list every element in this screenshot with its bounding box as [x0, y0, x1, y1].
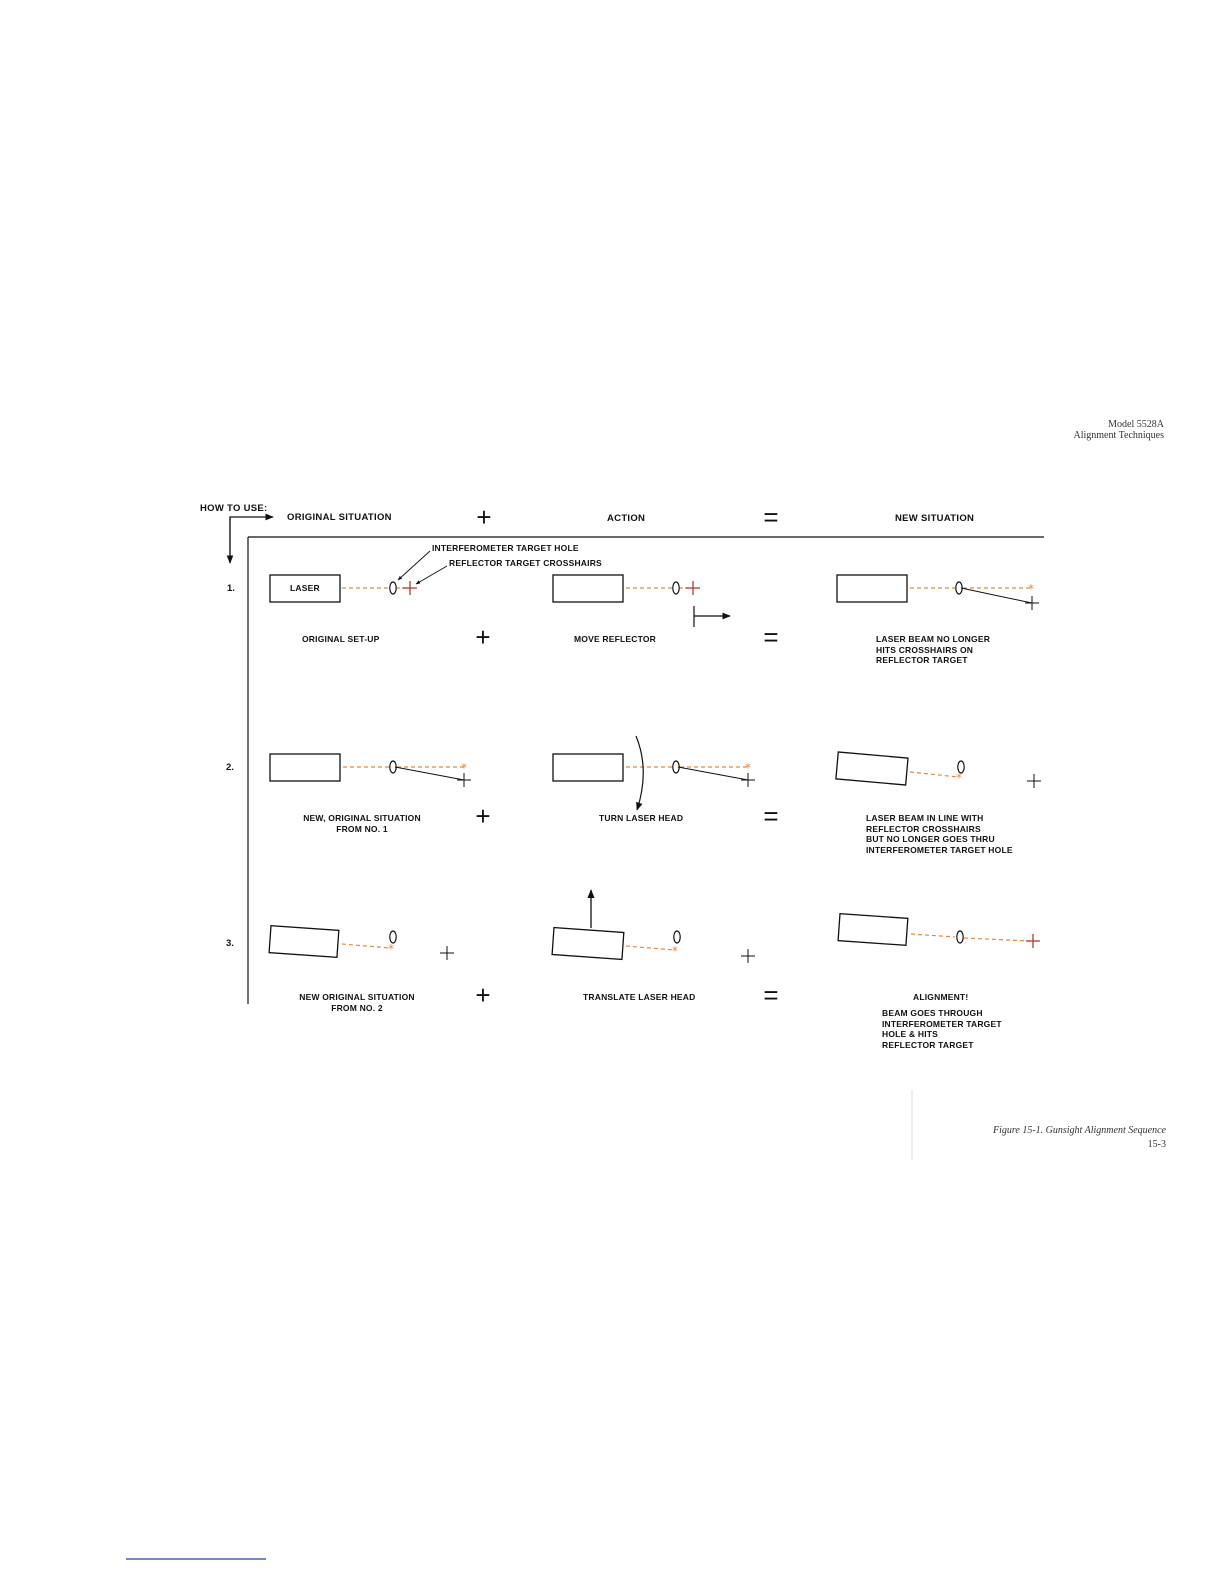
turn-arrow — [635, 735, 644, 811]
equals-sign: = — [763, 502, 779, 532]
laser-beam — [625, 945, 675, 951]
laser-label: LASER — [290, 583, 320, 593]
page-number: 15-3 — [1147, 1139, 1166, 1150]
how-to-use-arrows — [226, 513, 274, 564]
row2-original-caption: NEW, ORIGINAL SITUATION FROM NO. 1 — [303, 813, 421, 834]
row1-action-drawing — [552, 574, 731, 627]
row1-action-caption: MOVE REFLECTOR — [574, 634, 656, 644]
column-heading-original: ORIGINAL SITUATION — [287, 512, 392, 523]
row3-action-caption: TRANSLATE LASER HEAD — [583, 992, 696, 1002]
laser-head — [269, 753, 341, 782]
laser-head — [269, 574, 341, 603]
row2-action-drawing: * — [552, 735, 755, 811]
reflector-crosshairs — [686, 581, 700, 595]
row1-result-caption: LASER BEAM NO LONGER HITS CROSSHAIRS ON … — [876, 634, 991, 665]
plus-sign: + — [475, 622, 491, 652]
laser-head — [836, 574, 908, 603]
callout-leader-crosshairs — [415, 565, 448, 585]
model-name: Model 5528A — [1108, 419, 1164, 430]
interferometer-target-hole — [957, 760, 965, 774]
equals-sign: = — [763, 622, 779, 652]
callout-interferometer-hole: INTERFEROMETER TARGET HOLE — [432, 543, 579, 553]
interferometer-target-hole — [389, 930, 397, 944]
plus-sign: + — [475, 980, 491, 1010]
reflector-line — [394, 766, 465, 781]
reflector-crosshairs — [741, 949, 755, 963]
reflector-crosshairs — [1027, 774, 1041, 788]
laser-beam — [341, 943, 391, 949]
row-number-2: 2. — [226, 762, 234, 773]
row3-result-caption: BEAM GOES THROUGH INTERFEROMETER TARGET … — [882, 1008, 1002, 1050]
reflector-crosshairs — [741, 773, 755, 787]
reflector-line — [960, 587, 1033, 604]
row3-result-heading: ALIGNMENT! — [913, 992, 969, 1002]
reflector-crosshairs — [1026, 934, 1040, 948]
laser-head — [552, 574, 624, 603]
laser-head — [835, 751, 909, 786]
page-header: Model 5528A Alignment Techniques — [1074, 419, 1165, 441]
plus-sign: + — [475, 801, 491, 831]
interferometer-target-hole — [672, 581, 680, 595]
row3-action-drawing: * — [551, 889, 755, 963]
column-heading-action: ACTION — [607, 513, 646, 524]
plus-sign: + — [476, 502, 492, 532]
interferometer-target-hole — [673, 930, 681, 944]
row2-result-caption: LASER BEAM IN LINE WITH REFLECTOR CROSSH… — [866, 813, 1013, 855]
laser-head — [837, 912, 909, 947]
interferometer-target-hole — [956, 930, 964, 944]
row-number-1: 1. — [227, 583, 235, 594]
beam-spot: * — [745, 761, 751, 775]
row2-action-caption: TURN LASER HEAD — [599, 813, 684, 823]
callout-leader-hole — [397, 550, 431, 581]
row1-original-caption: ORIGINAL SET-UP — [302, 634, 380, 644]
reflector-line — [677, 766, 749, 781]
reflector-crosshairs — [440, 946, 454, 960]
beam-spot: * — [1028, 582, 1034, 596]
frame-lines — [247, 536, 1044, 1004]
row-number-3: 3. — [226, 938, 234, 949]
reflector-crosshairs — [1025, 596, 1039, 610]
row1-result-drawing: * — [836, 574, 1039, 610]
equals-sign: = — [763, 801, 779, 831]
laser-beam — [910, 933, 956, 938]
reflector-crosshairs — [403, 581, 417, 595]
laser-head — [268, 924, 340, 959]
column-heading-new: NEW SITUATION — [895, 513, 975, 524]
beam-spot: * — [461, 761, 467, 775]
laser-head — [552, 753, 624, 782]
row2-original-drawing: * — [269, 753, 471, 787]
laser-head — [551, 926, 625, 961]
section-name: Alignment Techniques — [1073, 430, 1165, 441]
row3-original-caption: NEW ORIGINAL SITUATION FROM NO. 2 — [299, 992, 415, 1013]
beam-spot: * — [388, 942, 394, 956]
interferometer-target-hole — [389, 581, 397, 595]
move-arrow — [693, 606, 731, 627]
row3-result-drawing — [837, 912, 1040, 948]
beam-spot: * — [956, 771, 962, 785]
row3-original-drawing: * — [268, 924, 454, 960]
row2-result-drawing: * — [835, 751, 1041, 788]
laser-beam — [909, 771, 959, 778]
row1-original-drawing — [269, 550, 448, 603]
how-to-use-label: HOW TO USE: — [200, 503, 268, 514]
reflector-crosshairs — [457, 773, 471, 787]
callout-reflector-crosshairs: REFLECTOR TARGET CROSSHAIRS — [449, 558, 602, 568]
beam-spot: * — [672, 944, 678, 958]
figure-caption: Figure 15-1. Gunsight Alignment Sequence — [992, 1125, 1166, 1136]
equals-sign: = — [763, 980, 779, 1010]
